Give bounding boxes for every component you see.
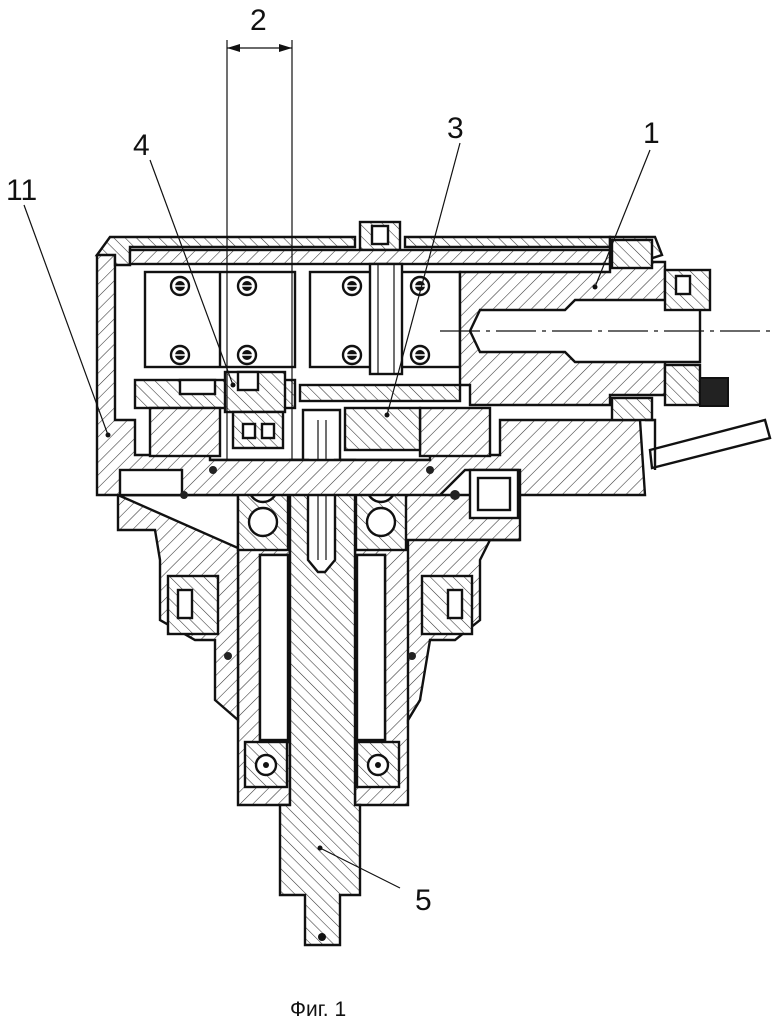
label-11: 11	[6, 174, 37, 207]
figure-caption: Фиг. 1	[290, 998, 346, 1021]
label-5: 5	[415, 884, 432, 917]
cable	[645, 420, 770, 470]
left-gap	[260, 555, 288, 740]
label-1: 1	[643, 117, 660, 150]
label-2: 2	[250, 4, 267, 37]
top-cover	[97, 222, 662, 265]
label-3: 3	[447, 112, 464, 145]
shaft-end-mark	[318, 933, 326, 941]
drive-unit	[440, 240, 770, 420]
label-4: 4	[133, 129, 150, 162]
right-gap	[357, 555, 385, 740]
